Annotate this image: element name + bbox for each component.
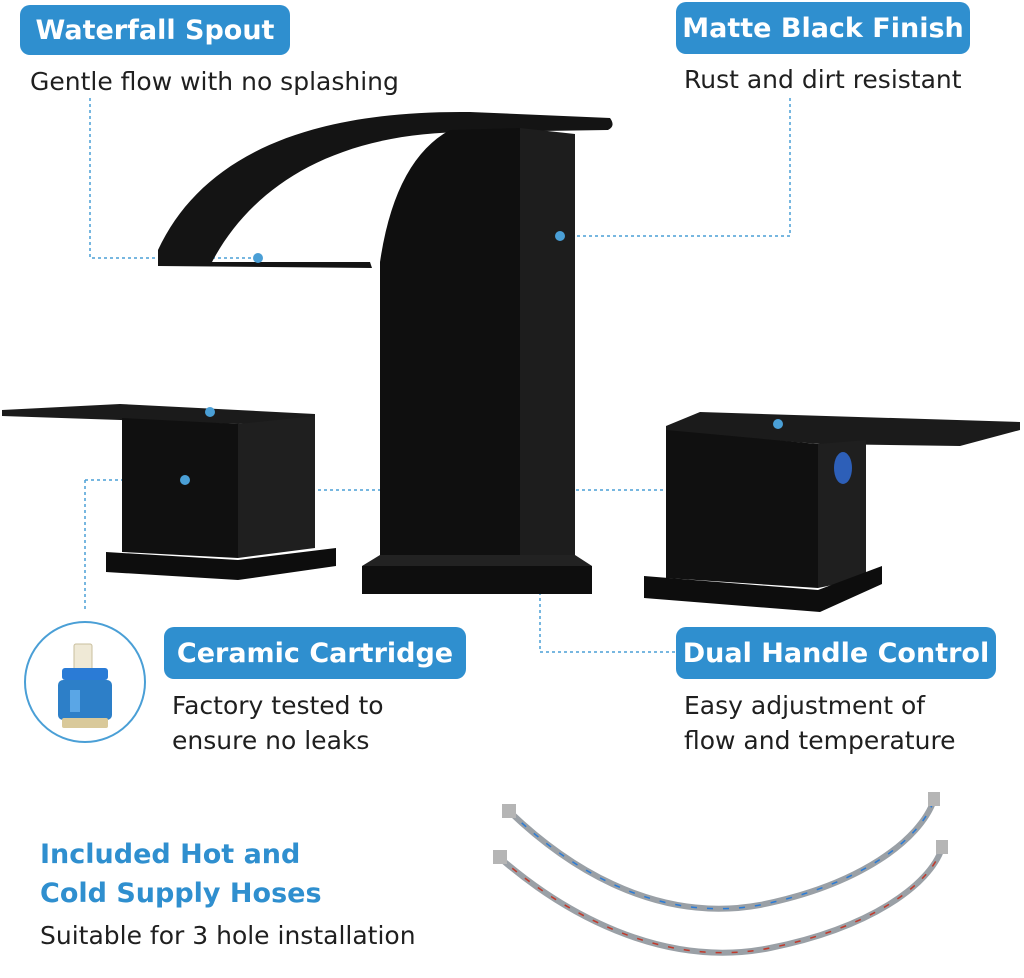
right-handle <box>644 412 1020 612</box>
ceramic-cartridge-icon <box>24 621 146 743</box>
desc-matte-black-finish: Rust and dirt resistant <box>684 65 962 94</box>
hoses-description: Suitable for 3 hole installation <box>40 921 416 950</box>
waterfall-spout <box>158 111 613 594</box>
desc-dual-handle-line-1: Easy adjustment of <box>684 691 926 720</box>
desc-ceramic-cartridge-line-2: ensure no leaks <box>172 726 370 755</box>
left-handle <box>2 404 336 580</box>
badge-waterfall-spout: Waterfall Spout <box>20 5 290 55</box>
badge-ceramic-cartridge: Ceramic Cartridge <box>164 627 466 679</box>
supply-hoses-image <box>493 792 948 956</box>
desc-ceramic-cartridge-line-1: Factory tested to <box>172 691 384 720</box>
hoses-title-line-1: Included Hot and <box>40 839 301 870</box>
badge-matte-black-finish: Matte Black Finish <box>676 2 970 54</box>
badge-dual-handle-control: Dual Handle Control <box>676 627 996 679</box>
hoses-title-line-2: Cold Supply Hoses <box>40 878 322 909</box>
desc-waterfall-spout: Gentle flow with no splashing <box>30 67 399 96</box>
desc-dual-handle-line-2: flow and temperature <box>684 726 956 755</box>
